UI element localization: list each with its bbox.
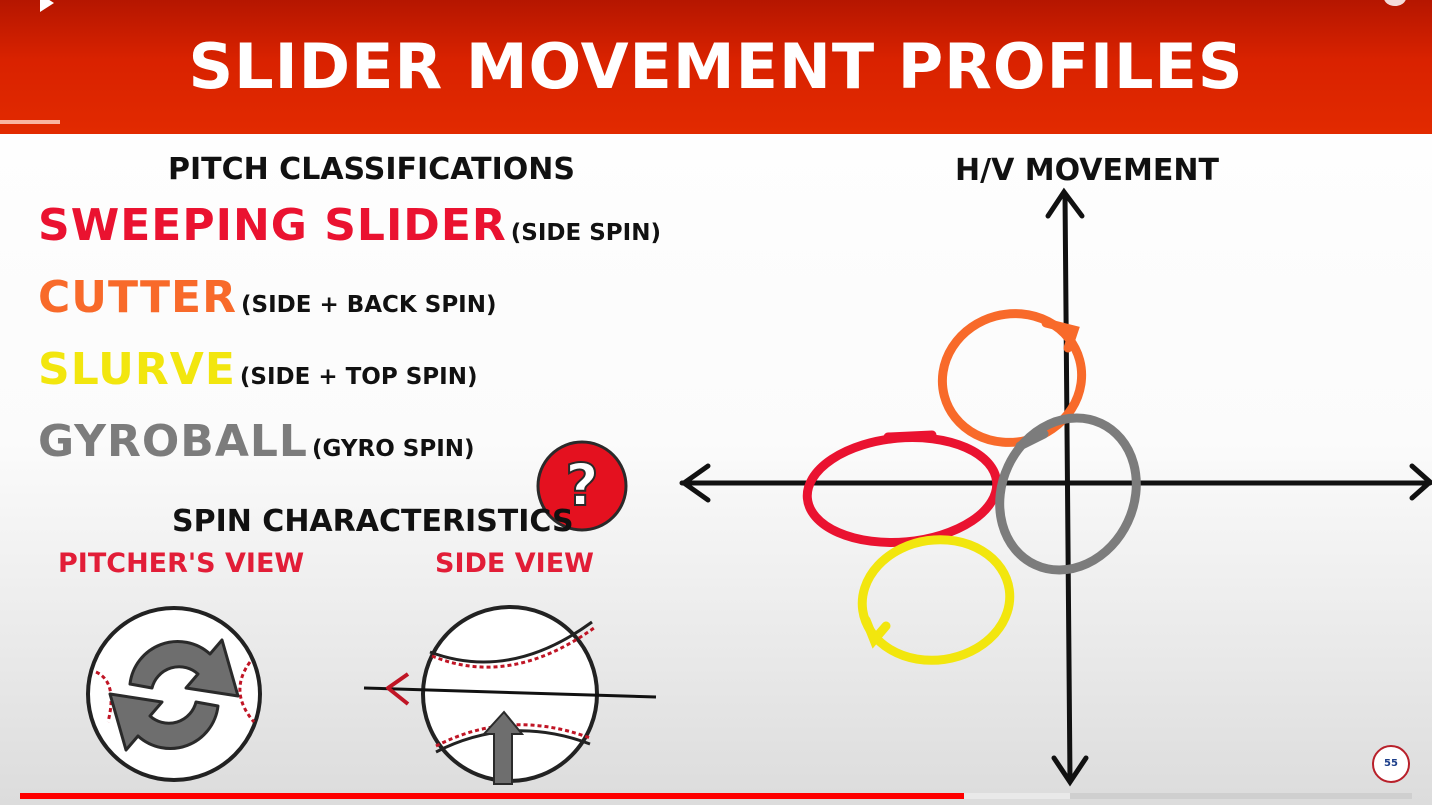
spin-characteristics-heading: SPIN CHARACTERISTICS xyxy=(172,504,574,539)
progress-played xyxy=(20,793,964,799)
pitch-name: GYROBALL xyxy=(38,416,308,467)
hv-movement-heading: H/V MOVEMENT xyxy=(955,153,1219,188)
axis-arrow-down-icon xyxy=(1051,755,1089,787)
settings-icon[interactable] xyxy=(1384,0,1406,6)
slide-title: SLIDER MOVEMENT PROFILES xyxy=(188,30,1244,103)
video-progress-bar[interactable] xyxy=(20,793,1412,799)
pitch-sweeping-slider: SWEEPING SLIDER(SIDE SPIN) xyxy=(38,200,661,251)
axis-arrow-up-icon xyxy=(1045,187,1085,219)
title-banner: SLIDER MOVEMENT PROFILES xyxy=(0,0,1432,134)
hv-movement-chart xyxy=(679,187,1432,787)
question-symbol: ? xyxy=(565,451,599,519)
axis-arrow-right-icon xyxy=(1409,463,1432,501)
pitch-name: SWEEPING SLIDER xyxy=(38,200,507,251)
channel-logo-icon[interactable]: 55 xyxy=(1372,745,1410,783)
question-icon: ? xyxy=(536,440,628,532)
rotation-arrows-icon xyxy=(108,638,240,752)
pitch-slurve: SLURVE(SIDE + TOP SPIN) xyxy=(38,344,477,395)
pitchers-view-label: PITCHER'S VIEW xyxy=(58,548,305,579)
pitchers-view-ball xyxy=(86,606,262,782)
pitch-cutter: CUTTER(SIDE + BACK SPIN) xyxy=(38,272,497,323)
gyroball-movement-ring xyxy=(995,413,1141,575)
sweeping-slider-ring-tail xyxy=(883,430,937,442)
pitch-spin: (SIDE SPIN) xyxy=(510,220,661,246)
pitch-spin: (SIDE + BACK SPIN) xyxy=(241,292,497,318)
gyroball-ring-tail xyxy=(1015,429,1049,451)
chart-axes xyxy=(679,187,1432,787)
axis-arrow-left-icon xyxy=(679,463,711,503)
slurve-ring-tail xyxy=(861,615,891,649)
pitch-spin: (GYRO SPIN) xyxy=(311,436,475,462)
pitch-name: SLURVE xyxy=(38,344,236,395)
cutter-movement-ring xyxy=(937,309,1087,447)
cutter-ring-tail xyxy=(1041,318,1080,353)
pitch-classifications-heading: PITCH CLASSIFICATIONS xyxy=(168,152,575,187)
play-icon[interactable] xyxy=(40,0,54,12)
banner-accent xyxy=(0,120,60,124)
sweeping-slider-movement-ring xyxy=(802,433,1002,547)
slurve-movement-ring xyxy=(857,535,1015,665)
direction-arrow-icon xyxy=(386,672,410,706)
pitch-spin: (SIDE + TOP SPIN) xyxy=(239,364,478,390)
vertical-axis xyxy=(1062,191,1073,783)
side-view-ball xyxy=(363,605,657,785)
spin-axis-arrow-icon xyxy=(481,710,525,785)
pitch-name: CUTTER xyxy=(38,272,237,323)
pitch-gyroball: GYROBALL(GYRO SPIN) xyxy=(38,416,475,467)
side-view-label: SIDE VIEW xyxy=(435,548,594,579)
